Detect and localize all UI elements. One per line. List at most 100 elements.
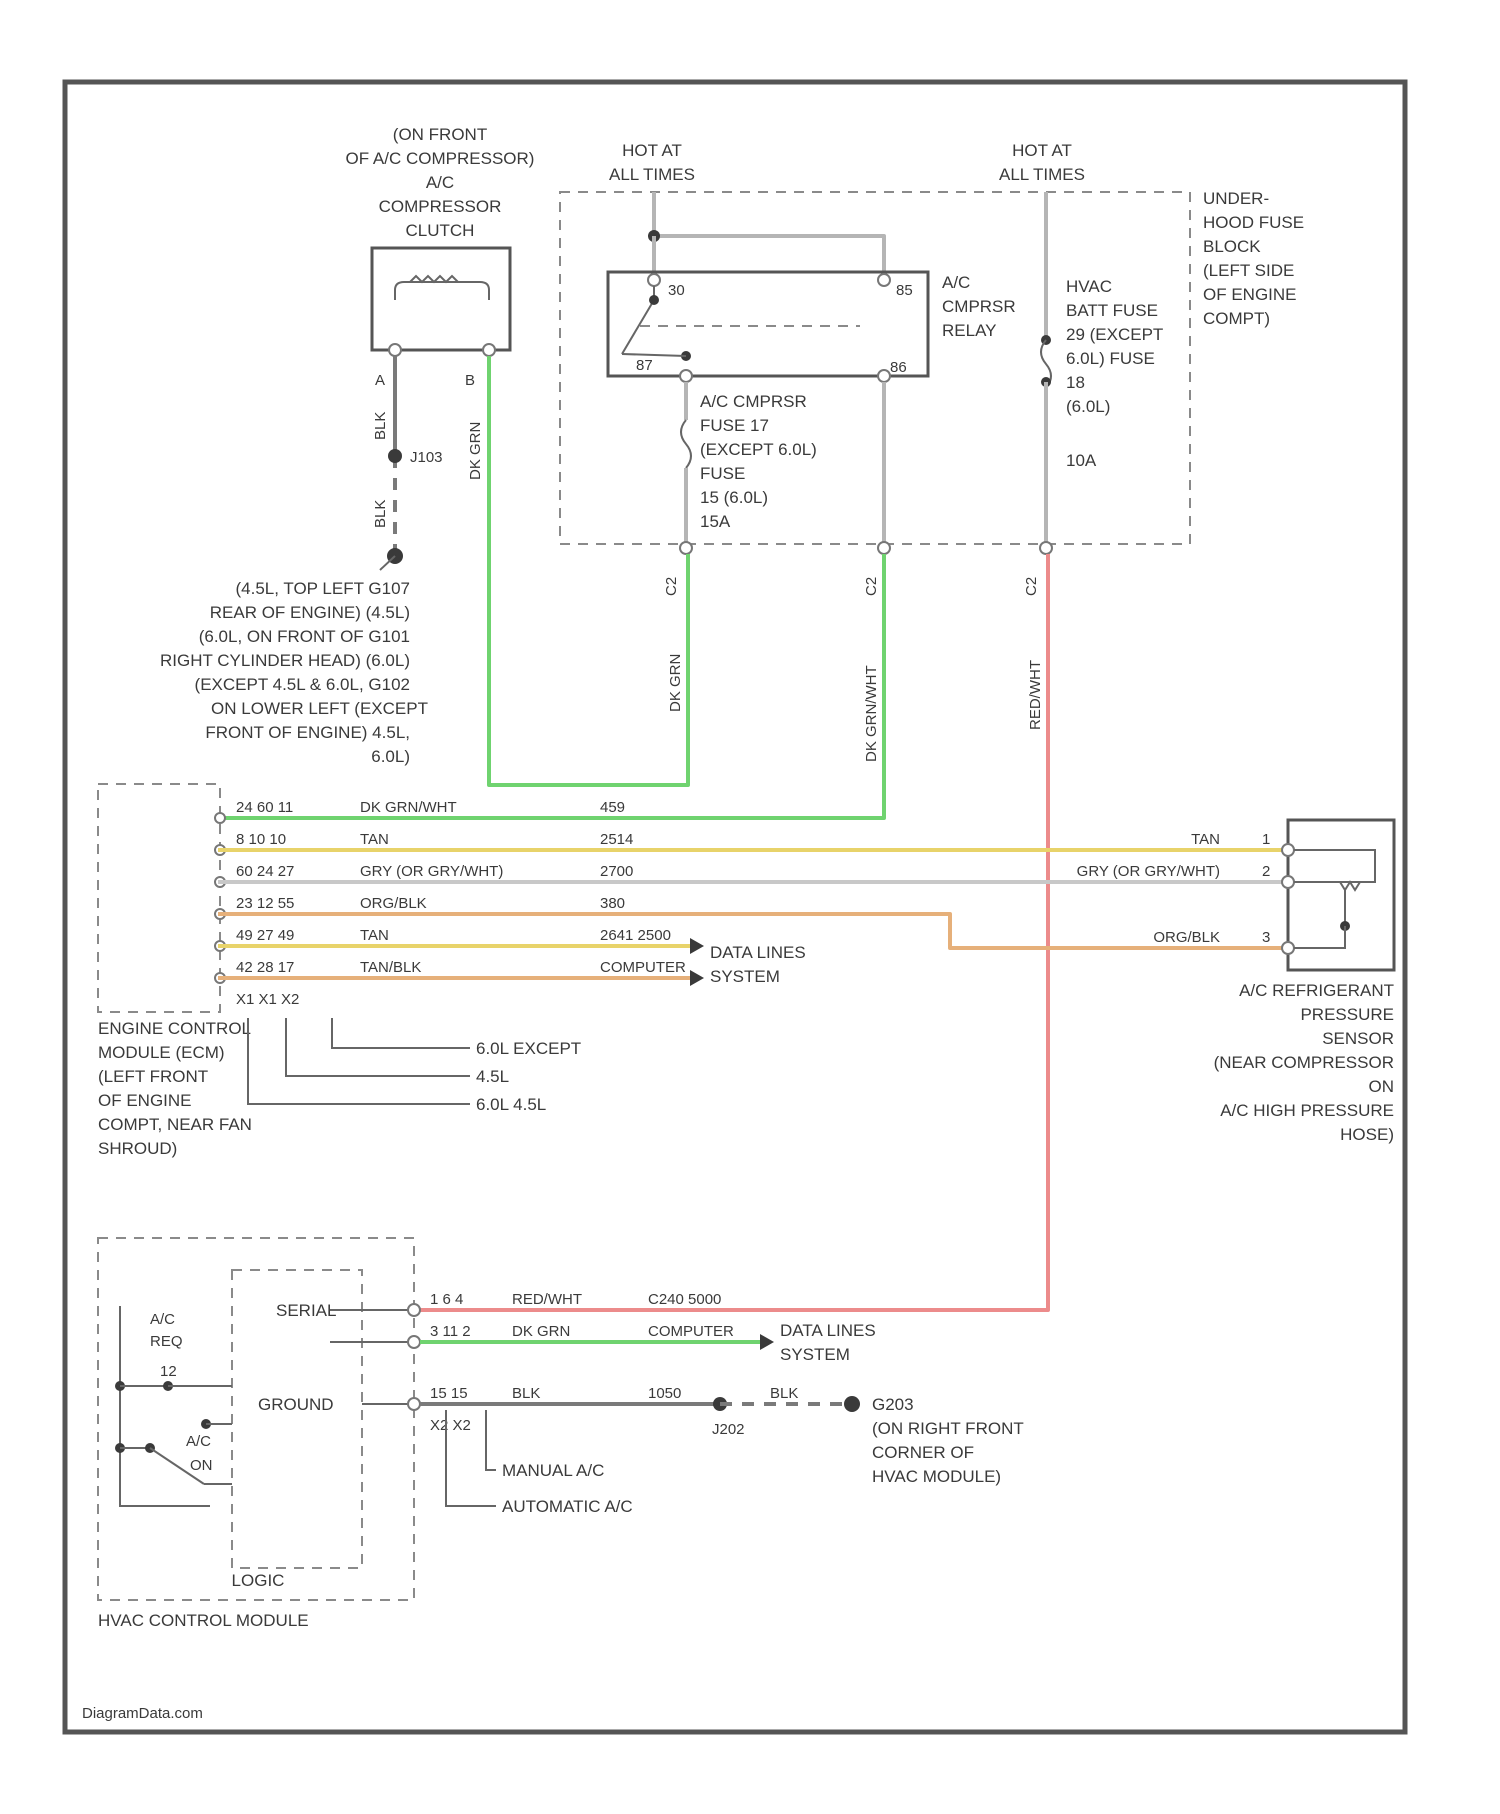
svg-text:18: 18	[1066, 373, 1085, 392]
clutch-blk-bottom: BLK	[372, 500, 389, 528]
hot-left-1: ALL TIMES	[609, 165, 695, 184]
svg-text:FUSE 17: FUSE 17	[700, 416, 769, 435]
ac-on-1: ON	[190, 1457, 213, 1474]
hot-right-1: ALL TIMES	[999, 165, 1085, 184]
clutch-blk-top: BLK	[372, 412, 389, 440]
clutch-pin-b: B	[465, 372, 475, 389]
svg-text:A/C: A/C	[942, 273, 970, 292]
fuse-redwht: RED/WHT	[1027, 660, 1044, 730]
hvac-ground-label: G203 (ON RIGHT FRONT CORNER OF HVAC MODU…	[872, 1395, 1024, 1486]
sensor-row: TAN 1	[1191, 831, 1270, 848]
svg-text:(6.0L): (6.0L)	[1066, 397, 1110, 416]
svg-text:BLOCK: BLOCK	[1203, 237, 1261, 256]
relay-pin-86: 86	[890, 359, 907, 376]
splice-j103: J103	[410, 449, 443, 466]
ecm-row-color: TAN	[360, 831, 389, 848]
hvac-row-circuit: C240 5000	[648, 1291, 721, 1308]
ecm-row-pins: 42 28 17	[236, 959, 294, 976]
svg-text:SENSOR: SENSOR	[1322, 1029, 1394, 1048]
ecm-variant-0: 6.0L EXCEPT	[476, 1039, 581, 1058]
connector-c2-3: C2	[1023, 577, 1040, 596]
svg-text:A/C REFRIGERANT: A/C REFRIGERANT	[1239, 981, 1394, 1000]
compressor-clutch: (ON FRONT OF A/C COMPRESSOR) A/C COMPRES…	[346, 125, 535, 389]
svg-text:ON: ON	[1369, 1077, 1395, 1096]
relay-pin-85: 85	[896, 282, 913, 299]
ecm-row-circuit: 2641 2500	[600, 927, 671, 944]
ecm-row-circuit: 459	[600, 799, 625, 816]
clutch-label-1: OF A/C COMPRESSOR)	[346, 149, 535, 168]
hvac-splice-j202: J202	[712, 1421, 745, 1438]
svg-text:OF A/C COMPRESSOR): OF A/C COMPRESSOR)	[346, 149, 535, 168]
fuse-dkgrnwht: DK GRN/WHT	[863, 665, 880, 762]
hvac-fuse-label: HVAC BATT FUSE 29 (EXCEPT 6.0L) FUSE 18 …	[1066, 277, 1163, 470]
svg-text:(LEFT SIDE: (LEFT SIDE	[1203, 261, 1294, 280]
svg-text:6.0L): 6.0L)	[371, 747, 410, 766]
hvac-row: 15 15BLK1050	[430, 1385, 681, 1402]
sensor-row-pin: 2	[1262, 863, 1270, 880]
engine-control-module	[98, 784, 220, 1012]
sensor-row-color: GRY (OR GRY/WHT)	[1077, 863, 1220, 880]
svg-text:15 (6.0L): 15 (6.0L)	[700, 488, 768, 507]
hvac-data-lines-0: DATA LINES	[780, 1321, 876, 1340]
svg-text:A/C CMPRSR: A/C CMPRSR	[700, 392, 807, 411]
ecm-data-lines-1: SYSTEM	[710, 967, 780, 986]
ecm-row-color: ORG/BLK	[360, 895, 427, 912]
svg-text:A/C HIGH PRESSURE: A/C HIGH PRESSURE	[1220, 1101, 1394, 1120]
ac-req-pin: 12	[160, 1363, 177, 1380]
clutch-label-3: COMPRESSOR	[379, 197, 502, 216]
ecm-row-pins: 60 24 27	[236, 863, 294, 880]
svg-text:10A: 10A	[1066, 451, 1097, 470]
connector-c2-2: C2	[863, 577, 880, 596]
hvac-module-label: HVAC CONTROL MODULE	[98, 1611, 309, 1630]
connector-c2-1: C2	[663, 577, 680, 596]
svg-text:(LEFT FRONT: (LEFT FRONT	[98, 1067, 208, 1086]
svg-text:29 (EXCEPT: 29 (EXCEPT	[1066, 325, 1163, 344]
ecm-pin	[215, 813, 225, 823]
ecm-row-pins: X1 X1 X2	[236, 991, 299, 1008]
svg-text:(6.0L, ON FRONT OF G101: (6.0L, ON FRONT OF G101	[199, 627, 410, 646]
sensor-row-color: TAN	[1191, 831, 1220, 848]
svg-text:(EXCEPT 4.5L & 6.0L, G102: (EXCEPT 4.5L & 6.0L, G102	[195, 675, 410, 694]
svg-text:(ON RIGHT FRONT: (ON RIGHT FRONT	[872, 1419, 1024, 1438]
ac-on-0: A/C	[186, 1433, 211, 1450]
hvac-logic-label: LOGIC	[232, 1571, 285, 1590]
relay-pin-87: 87	[636, 357, 653, 374]
svg-text:FRONT OF ENGINE) 4.5L,: FRONT OF ENGINE) 4.5L,	[205, 723, 410, 742]
svg-text:RIGHT CYLINDER HEAD) (6.0L): RIGHT CYLINDER HEAD) (6.0L)	[160, 651, 410, 670]
svg-text:FUSE: FUSE	[700, 464, 745, 483]
ecm-row-color: GRY (OR GRY/WHT)	[360, 863, 503, 880]
hvac-row-color: DK GRN	[512, 1323, 570, 1340]
ecm-row-circuit: 2700	[600, 863, 633, 880]
svg-text:HOSE): HOSE)	[1340, 1125, 1394, 1144]
sensor-row-pin: 1	[1262, 831, 1270, 848]
svg-text:(4.5L, TOP LEFT G107: (4.5L, TOP LEFT G107	[235, 579, 410, 598]
svg-text:ON LOWER LEFT (EXCEPT: ON LOWER LEFT (EXCEPT	[211, 699, 428, 718]
clutch-label-2: A/C	[426, 173, 454, 192]
svg-text:(NEAR COMPRESSOR: (NEAR COMPRESSOR	[1214, 1053, 1394, 1072]
ecm-row-pins: 49 27 49	[236, 927, 294, 944]
automatic-ac-label: AUTOMATIC A/C	[502, 1497, 633, 1516]
ecm-label: ENGINE CONTROL MODULE (ECM) (LEFT FRONT …	[98, 1019, 252, 1158]
svg-text:CORNER OF: CORNER OF	[872, 1443, 974, 1462]
svg-text:15A: 15A	[700, 512, 731, 531]
svg-text:(EXCEPT 6.0L): (EXCEPT 6.0L)	[700, 440, 817, 459]
svg-text:COMPRESSOR: COMPRESSOR	[379, 197, 502, 216]
svg-text:HOOD FUSE: HOOD FUSE	[1203, 213, 1304, 232]
ecm-row-pins: 24 60 11	[236, 799, 293, 816]
clutch-dkgrn: DK GRN	[467, 422, 484, 480]
hvac-row-pins: 3 11 2	[430, 1323, 471, 1340]
svg-text:HVAC: HVAC	[1066, 277, 1112, 296]
ecm-row-circuit: 2514	[600, 831, 633, 848]
footer-watermark: DiagramData.com	[82, 1705, 203, 1722]
hvac-row-color: RED/WHT	[512, 1291, 582, 1308]
sensor-label: A/C REFRIGERANT PRESSURE SENSOR (NEAR CO…	[1214, 981, 1394, 1144]
serial-label: SERIAL	[276, 1301, 336, 1320]
manual-ac-label: MANUAL A/C	[502, 1461, 604, 1480]
svg-text:UNDER-: UNDER-	[1203, 189, 1269, 208]
clutch-label-4: CLUTCH	[406, 221, 475, 240]
hvac-control-module	[98, 1238, 414, 1600]
clutch-coil	[395, 282, 489, 300]
svg-text:ENGINE CONTROL: ENGINE CONTROL	[98, 1019, 251, 1038]
svg-text:OF ENGINE: OF ENGINE	[98, 1091, 192, 1110]
